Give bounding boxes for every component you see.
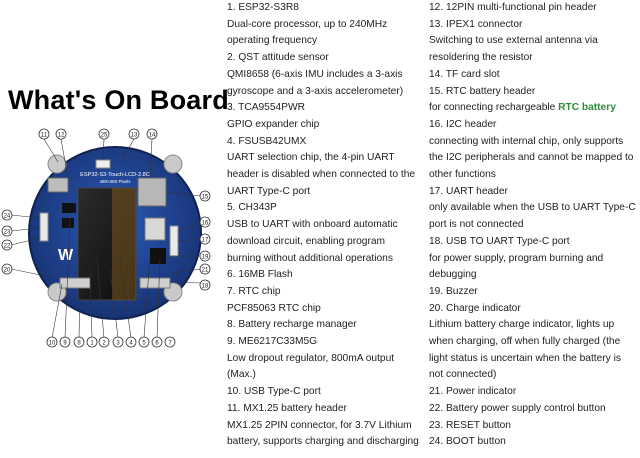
- list-line: 21. Power indicator: [429, 386, 517, 398]
- svg-text:21: 21: [202, 267, 209, 273]
- list-line: not connected): [429, 369, 497, 381]
- list-line: 9. ME6217C33M5G: [227, 336, 318, 348]
- svg-text:6: 6: [155, 340, 159, 346]
- list-line: Dual-core processor, up to 240MHz: [227, 18, 388, 30]
- svg-text:24: 24: [4, 213, 11, 219]
- svg-text:18: 18: [202, 283, 209, 289]
- svg-text:9: 9: [63, 340, 67, 346]
- list-line: 15. RTC battery header: [429, 85, 536, 97]
- board-illustration: ESP32-S3-Touch-LCD-2.8C 480×480 Pixels W: [1, 128, 211, 348]
- list-line: MX1.25 2PIN connector, for 3.7V Lithium: [227, 419, 412, 431]
- svg-text:1: 1: [90, 340, 94, 346]
- list-line: 11. MX1.25 battery header: [227, 402, 347, 414]
- list-line: 23. RESET button: [429, 419, 511, 431]
- list-line: 10. USB Type-C port: [227, 386, 321, 398]
- component-list-right: 12. 12PIN multi-functional pin header 13…: [429, 0, 640, 451]
- list-line: for connecting rechargeable RTC battery: [429, 100, 640, 117]
- list-line: 3. TCA9554PWR: [227, 102, 305, 114]
- list-line: UART selection chip, the 4-pin UART: [227, 152, 395, 164]
- svg-text:2: 2: [102, 340, 106, 346]
- list-line: 4. FSUSB42UMX: [227, 135, 307, 147]
- list-line: debugging: [429, 269, 477, 281]
- svg-text:5: 5: [142, 340, 146, 346]
- list-line: light status is uncertain when the batte…: [429, 352, 621, 364]
- list-line: 24. BOOT button: [429, 436, 506, 448]
- list-line: gyroscope and a 3-axis accelerometer): [227, 85, 404, 97]
- list-line: QMI8658 (6-axis IMU includes a 3-axis: [227, 68, 403, 80]
- list-line: operating frequency: [227, 35, 318, 47]
- list-line: when charging, off when fully charged (t…: [429, 336, 621, 348]
- list-line: 12. 12PIN multi-functional pin header: [429, 2, 597, 13]
- list-line: 19. Buzzer: [429, 285, 478, 297]
- list-line-text: for connecting rechargeable: [429, 102, 559, 114]
- list-line: 6. 16MB Flash: [227, 269, 293, 281]
- svg-text:13: 13: [131, 132, 138, 138]
- tf-card-slot: [137, 177, 167, 207]
- list-line: the I2C peripherals and cannot be mapped…: [429, 152, 634, 164]
- brand-logo: W: [58, 247, 74, 264]
- list-line: Lithium battery charge indicator, lights…: [429, 319, 615, 331]
- list-line: USB to UART with onboard automatic: [227, 219, 398, 231]
- svg-text:20: 20: [4, 267, 11, 273]
- svg-text:19: 19: [202, 254, 209, 260]
- list-line: burning without additional operations: [227, 252, 393, 264]
- list-line: UART Type-C port: [227, 185, 311, 197]
- board-label: ESP32-S3-Touch-LCD-2.8C: [80, 172, 150, 178]
- svg-text:12: 12: [58, 132, 65, 138]
- board-diagram: ESP32-S3-Touch-LCD-2.8C 480×480 Pixels W: [0, 118, 220, 453]
- list-line: 14. TF card slot: [429, 68, 500, 80]
- list-line: 20. Charge indicator: [429, 302, 521, 314]
- component-list-left: 1. ESP32-S3R8 Dual-core processor, up to…: [227, 0, 427, 451]
- list-line: other functions: [429, 169, 496, 181]
- list-line: 13. IPEX1 connector: [429, 18, 523, 30]
- list-line: 7. RTC chip: [227, 285, 281, 297]
- list-line: battery, supports charging and dischargi…: [227, 436, 419, 448]
- svg-text:25: 25: [101, 132, 108, 138]
- list-line: download circuit, enabling program: [227, 235, 385, 247]
- svg-text:10: 10: [49, 340, 56, 346]
- svg-text:14: 14: [149, 132, 156, 138]
- list-line: header is disabled when connected to the: [227, 169, 416, 181]
- board-sublabel: 480×480 Pixels: [100, 179, 132, 184]
- svg-text:4: 4: [129, 340, 133, 346]
- list-line: 2. QST attitude sensor: [227, 52, 329, 64]
- svg-text:17: 17: [202, 237, 209, 243]
- list-line: PCF85063 RTC chip: [227, 302, 321, 314]
- highlight-text: RTC battery: [558, 102, 616, 114]
- svg-text:16: 16: [202, 220, 209, 226]
- svg-text:15: 15: [202, 194, 209, 200]
- list-line: 18. USB TO UART Type-C port: [429, 235, 570, 247]
- svg-text:11: 11: [41, 132, 48, 138]
- svg-text:8: 8: [77, 340, 81, 346]
- svg-text:3: 3: [116, 340, 120, 346]
- list-line: 22. Battery power supply control button: [429, 402, 606, 414]
- svg-text:22: 22: [4, 243, 11, 249]
- list-line: Low dropout regulator, 800mA output: [227, 352, 395, 364]
- list-line: port is not connected: [429, 219, 524, 231]
- svg-text:7: 7: [168, 340, 172, 346]
- list-line: GPIO expander chip: [227, 118, 320, 130]
- list-line: 17. UART header: [429, 185, 508, 197]
- svg-text:23: 23: [4, 229, 11, 235]
- list-line: 8. Battery recharge manager: [227, 319, 357, 331]
- list-line: (Max.): [227, 369, 256, 381]
- list-line: Switching to use external antenna via: [429, 35, 598, 47]
- list-line: for power supply, program burning and: [429, 252, 604, 264]
- list-line: only available when the USB to UART Type…: [429, 202, 636, 214]
- list-line: resoldering the resistor: [429, 52, 533, 64]
- list-line: 5. CH343P: [227, 202, 277, 214]
- list-line: 16. I2C header: [429, 118, 497, 130]
- list-line: 1. ESP32-S3R8: [227, 2, 299, 13]
- list-line: connecting with internal chip, only supp…: [429, 135, 624, 147]
- page-title: What's On Board: [8, 85, 229, 115]
